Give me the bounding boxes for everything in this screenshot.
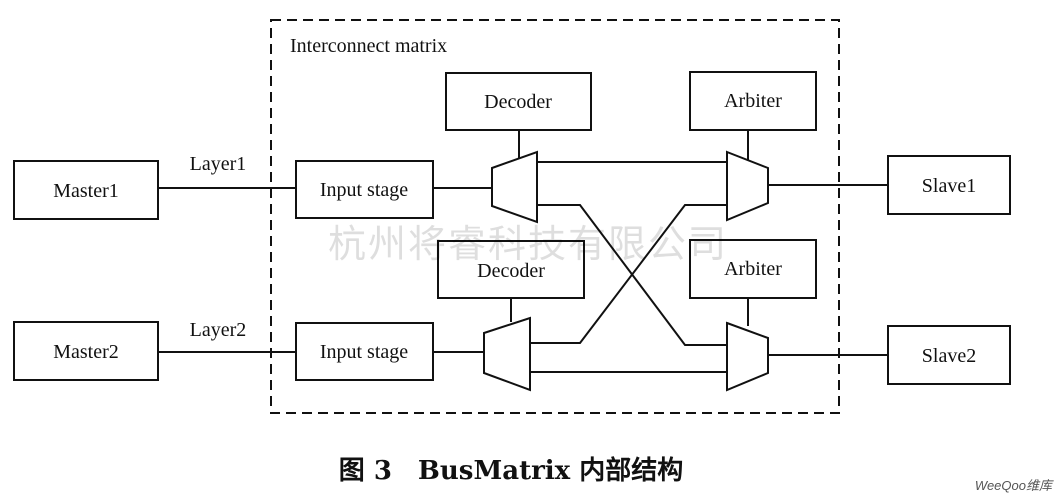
slave1-box [887, 155, 1011, 215]
arbiter-2-box [689, 239, 817, 299]
arbiter-1-mux [726, 150, 769, 222]
master1-box [13, 160, 159, 220]
decoder-2-demux [483, 316, 531, 392]
master2-label: Master2 [53, 341, 119, 363]
layer2-label: Layer2 [190, 319, 247, 341]
master2-box [13, 321, 159, 381]
decoder-2-label: Decoder [477, 260, 545, 282]
arbiter-1-box [689, 71, 817, 131]
decoder-1-demux [491, 150, 538, 224]
layer1-label: Layer1 [190, 153, 247, 175]
interconnect-matrix-label: Interconnect matrix [290, 35, 447, 57]
decoder-1-box [445, 72, 592, 131]
input-stage-2-label: Input stage [320, 341, 408, 363]
arbiter-2-mux [726, 321, 769, 392]
decoder-2-box [437, 240, 585, 299]
site-logo: WeeQoo维库 [975, 478, 1054, 493]
arbiter-2-label: Arbiter [724, 258, 782, 280]
arbiter-1-label: Arbiter [724, 90, 782, 112]
figure-caption: 图 3 BusMatrix 内部结构 [339, 456, 683, 486]
decoder-1-label: Decoder [484, 91, 552, 113]
slave1-label: Slave1 [922, 175, 976, 197]
input-stage-1-label: Input stage [320, 179, 408, 201]
master1-label: Master1 [53, 180, 119, 202]
input-stage-2-box [295, 322, 434, 381]
watermark-text: 杭州将睿科技有限公司 [328, 222, 728, 266]
slave2-box [887, 325, 1011, 385]
connection-lines [158, 130, 888, 373]
input-stage-1-box [295, 160, 434, 219]
slave2-label: Slave2 [922, 345, 976, 367]
